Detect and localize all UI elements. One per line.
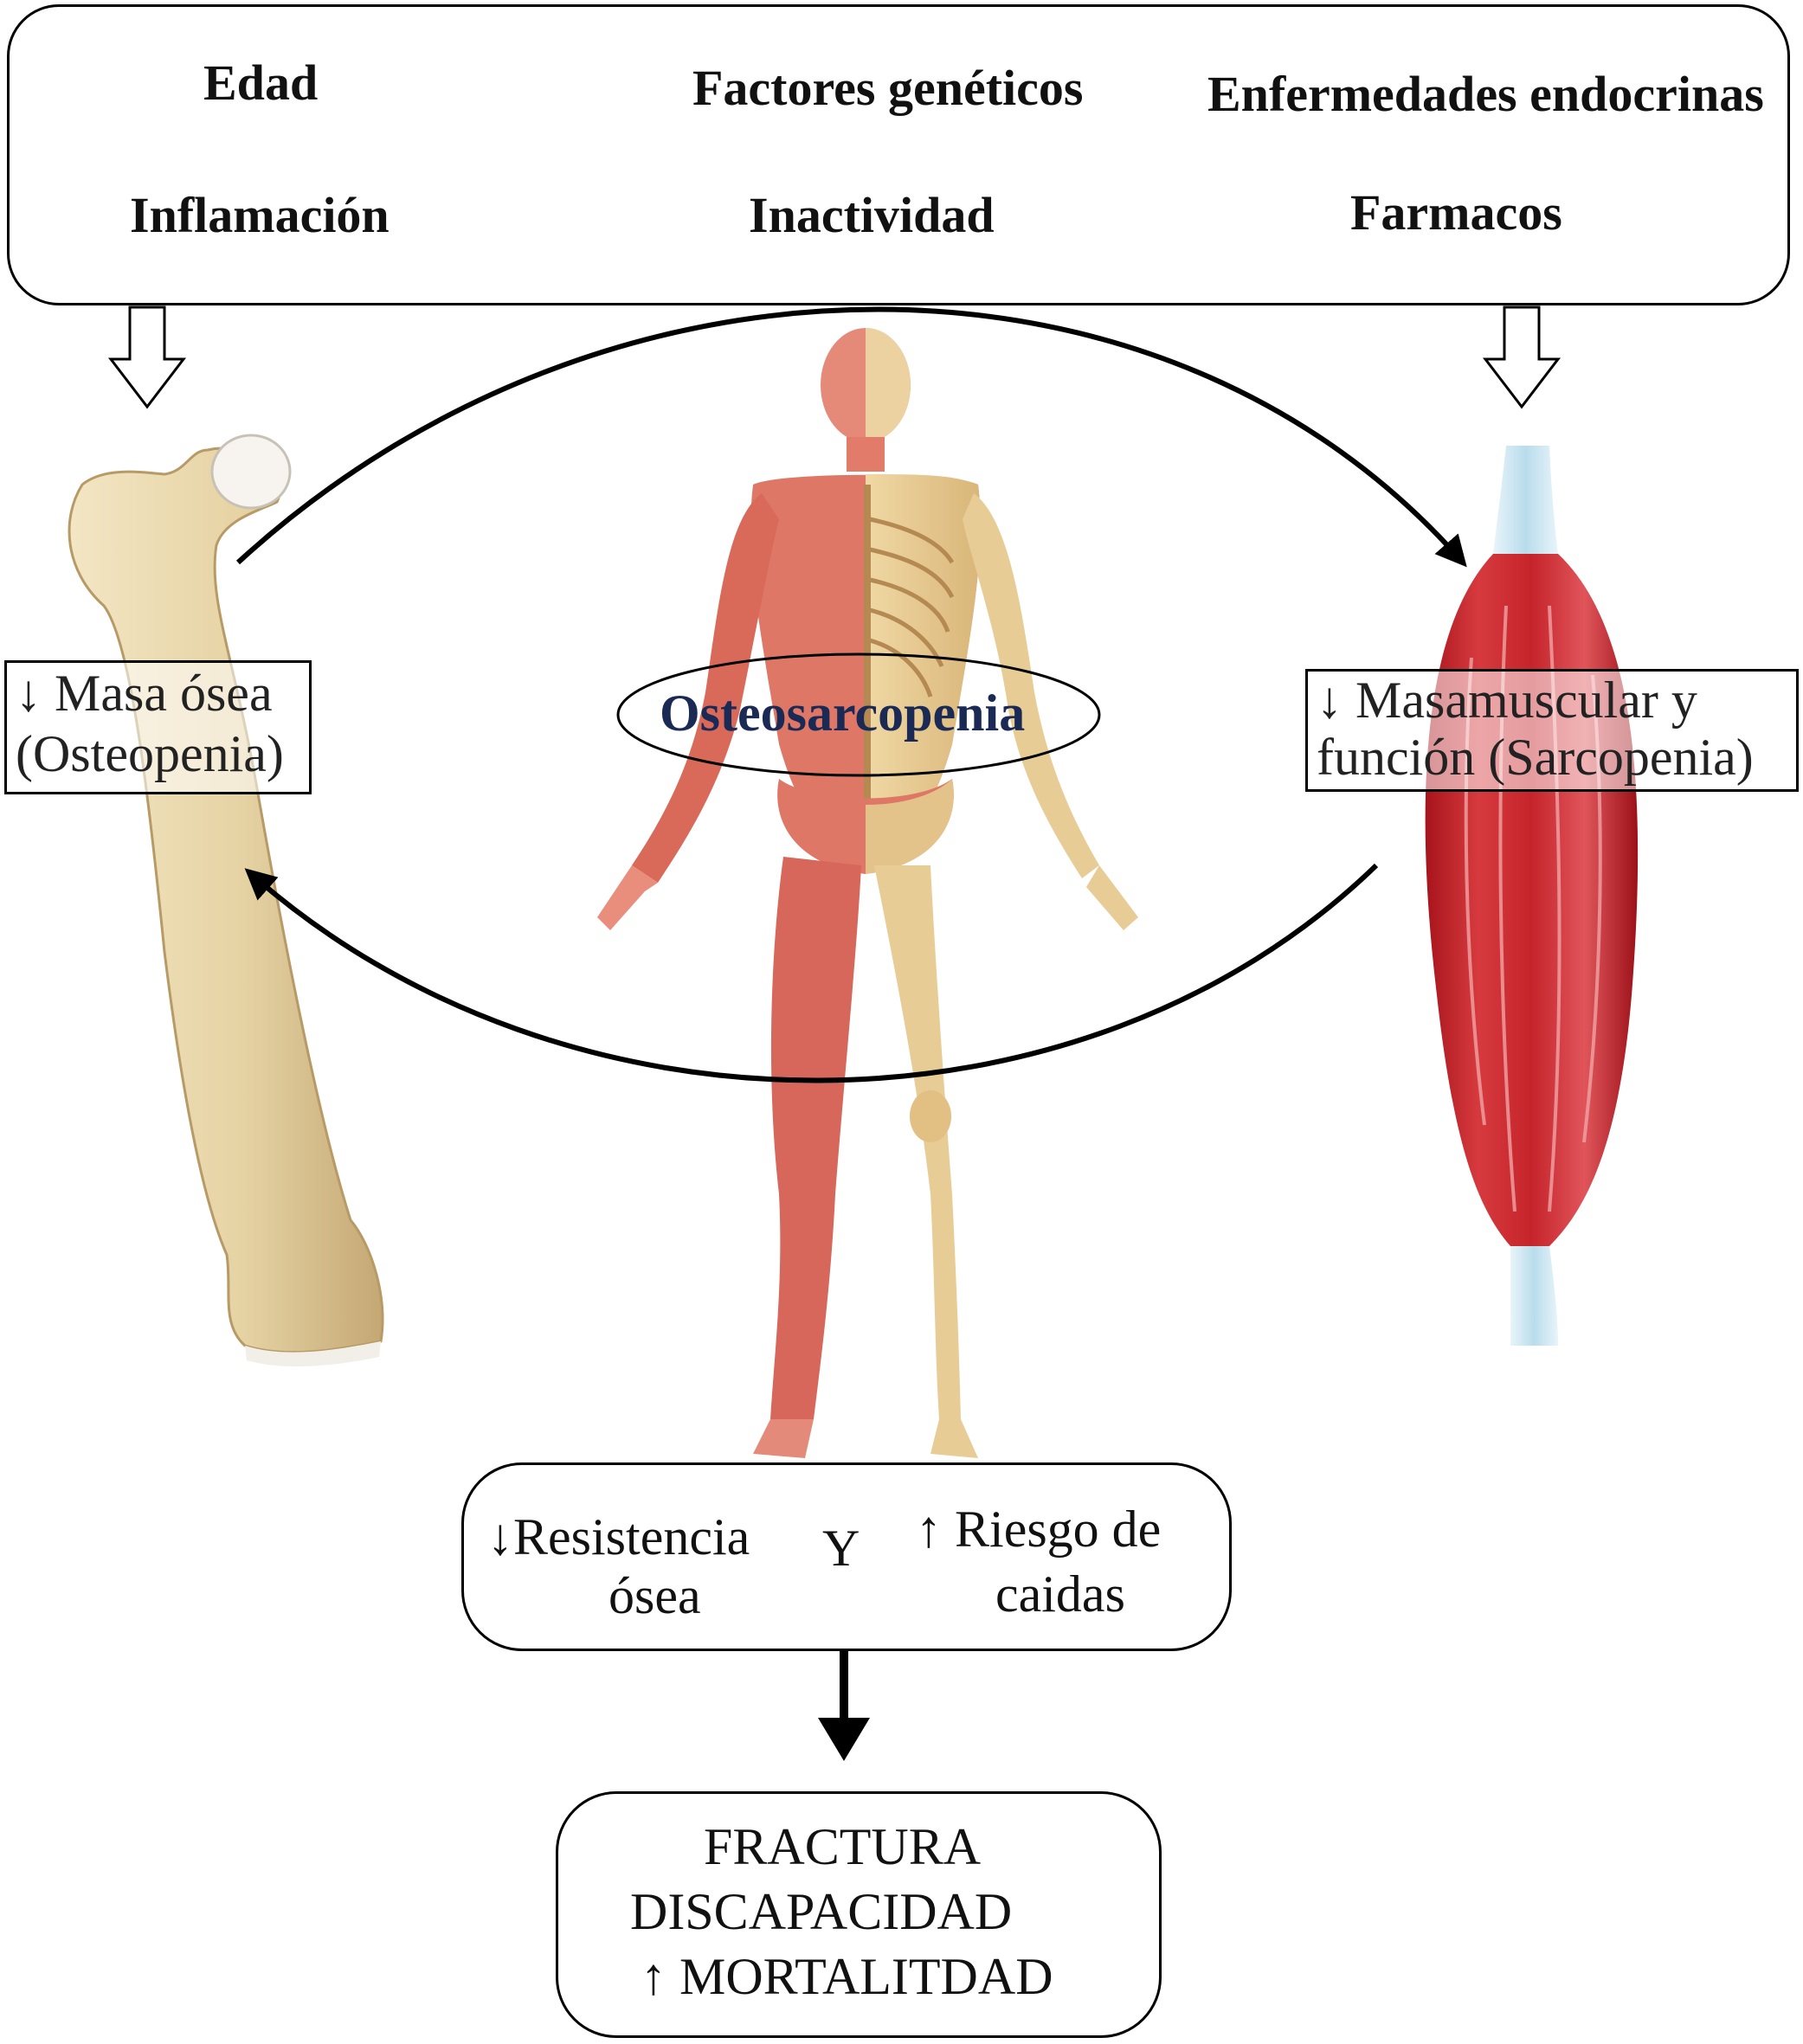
outcome-mortalidad: ↑ MORTALITDAD (641, 1948, 1053, 2005)
hollow-arrow-left (107, 305, 187, 409)
factor-endocrinas: Enfermedades endocrinas (1207, 66, 1764, 122)
curved-arrow-muscle-to-bone (244, 863, 1379, 1083)
outcome-discapacidad: DISCAPACIDAD (630, 1883, 1013, 1940)
sarcopenia-label-line2: función (Sarcopenia) (1317, 729, 1754, 786)
curved-arrow-bone-to-muscle (235, 306, 1467, 568)
sarcopenia-label-line1: ↓ Masamuscular y (1317, 672, 1697, 729)
factor-geneticos: Factores genéticos (692, 60, 1084, 116)
osteosarcopenia-ellipse (616, 652, 1101, 777)
connector-y: Y (822, 1520, 860, 1577)
sarcopenia-label: ↓ Masamuscular y función (Sarcopenia) (1305, 669, 1799, 792)
outcome-box (556, 1791, 1162, 2038)
risk-factors-box (7, 4, 1790, 305)
human-body-illustration (597, 328, 1138, 1458)
riesgo-line1: ↑ Riesgo de (916, 1501, 1162, 1558)
osteopenia-label-line1: ↓ Masa ósea (16, 665, 273, 722)
consequence-box (461, 1462, 1232, 1651)
resistencia-line1: ↓Resistencia (487, 1508, 750, 1565)
factor-edad: Edad (203, 55, 319, 111)
outcome-fractura: FRACTURA (704, 1818, 982, 1875)
factor-inflamacion: Inflamación (130, 187, 390, 243)
factor-inactividad: Inactividad (749, 187, 995, 243)
osteopenia-label: ↓ Masa ósea (Osteopenia) (4, 660, 312, 794)
riesgo-line2: caidas (995, 1565, 1125, 1623)
osteopenia-label-line2: (Osteopenia) (16, 725, 284, 782)
resistencia-line2: ósea (609, 1567, 701, 1624)
hollow-arrow-right (1482, 305, 1562, 409)
solid-arrow-down (818, 1649, 870, 1761)
muscle-illustration (1425, 446, 1639, 1346)
factor-farmacos: Farmacos (1350, 184, 1562, 241)
osteosarcopenia-label: Osteosarcopenia (660, 685, 1026, 742)
femur-illustration (68, 434, 384, 1367)
